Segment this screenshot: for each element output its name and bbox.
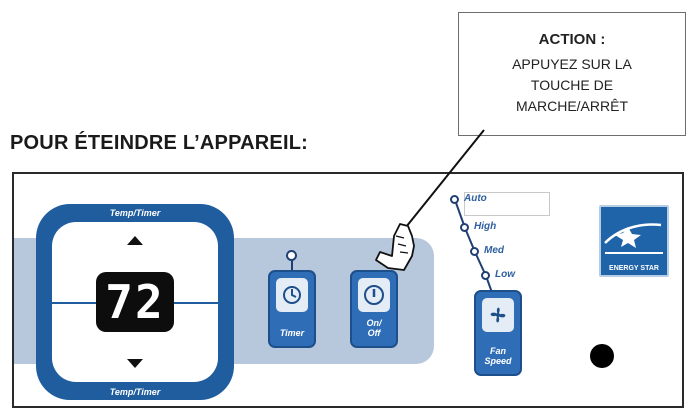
callout-line-1: APPUYEZ SUR LA xyxy=(512,56,632,72)
timer-button[interactable]: Timer xyxy=(268,270,316,348)
speed-connector-lines xyxy=(454,199,495,299)
power-label-line2: Off xyxy=(367,328,381,338)
speed-med-light xyxy=(470,247,479,256)
temp-timer-control: Temp/Timer 72 Temp/Timer xyxy=(36,204,234,400)
page-heading: POUR ÉTEINDRE L’APPAREIL: xyxy=(10,132,308,154)
control-panel: Temp/Timer 72 Temp/Timer Timer On/ xyxy=(12,172,684,408)
speed-auto-label: Auto xyxy=(464,193,487,204)
fan-speed-indicators: Auto High Med Low xyxy=(450,193,560,304)
speed-high-light xyxy=(460,223,469,232)
fan-label-line2: Speed xyxy=(484,356,512,366)
temp-down-arrow-icon[interactable] xyxy=(127,359,143,368)
timer-indicator-stem xyxy=(291,260,293,270)
speed-med-label: Med xyxy=(484,245,504,256)
remote-sensor-dot xyxy=(590,344,614,368)
timer-icon xyxy=(276,278,308,312)
fan-speed-button-label: Fan Speed xyxy=(476,346,520,366)
temp-timer-pad: 72 xyxy=(52,222,218,382)
temperature-display: 72 xyxy=(96,272,174,332)
power-label-line1: On/ xyxy=(366,318,382,328)
timer-button-label: Timer xyxy=(279,328,305,338)
callout-line-2: TOUCHE DE xyxy=(530,77,614,93)
power-button-label: On/ Off xyxy=(352,318,396,338)
temp-up-arrow-icon[interactable] xyxy=(127,236,143,245)
power-icon xyxy=(358,278,390,312)
fan-label-line1: Fan xyxy=(489,346,506,356)
fan-icon xyxy=(482,298,514,332)
temp-timer-bottom-label: Temp/Timer xyxy=(109,387,161,397)
speed-low-label: Low xyxy=(495,269,515,280)
callout-line-3: MARCHE/ARRÊT xyxy=(515,98,628,114)
energy-star-label: ENERGY STAR xyxy=(609,265,659,272)
speed-auto-light xyxy=(450,195,459,204)
temp-timer-top-label: Temp/Timer xyxy=(109,208,161,218)
action-callout: ACTION : APPUYEZ SUR LA TOUCHE DE MARCHE… xyxy=(458,12,686,136)
energy-star-logo: ENERGY STAR xyxy=(599,205,669,277)
fan-speed-button[interactable]: Fan Speed xyxy=(474,290,522,376)
speed-low-light xyxy=(481,271,490,280)
callout-title: ACTION : xyxy=(538,31,606,48)
power-button[interactable]: On/ Off xyxy=(350,270,398,348)
speed-high-label: High xyxy=(474,221,497,232)
